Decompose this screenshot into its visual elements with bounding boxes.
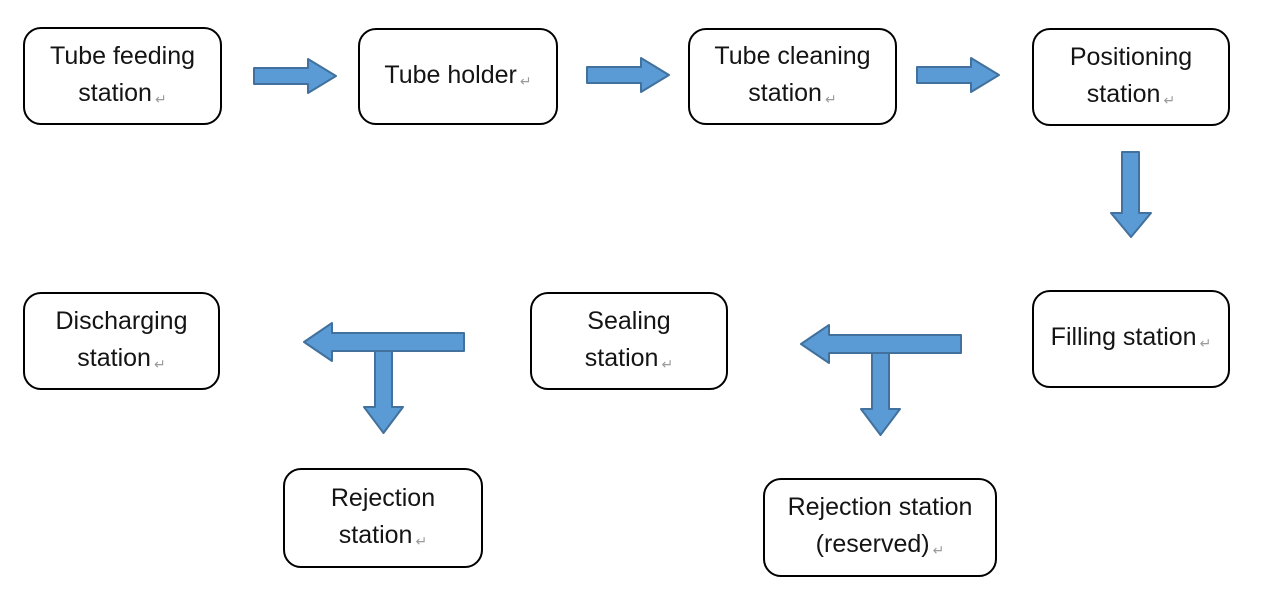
arrow-right-icon [916,57,1000,93]
node-label-line: station↵ [77,343,166,372]
node-label-line: station↵ [584,343,674,372]
return-mark: ↵ [1199,335,1212,351]
arrow-down-icon [1110,151,1152,238]
return-mark: ↵ [415,532,428,549]
node-label-line: Rejection station [787,493,973,521]
node-positioning-station: Positioning station↵ [1032,28,1230,126]
return-mark: ↵ [154,90,167,107]
node-rejection-station-reserved: Rejection station (reserved)↵ [763,478,997,577]
return-mark: ↵ [932,542,945,558]
arrow-left-down-branch-icon [303,322,465,434]
return-mark: ↵ [519,72,532,89]
node-tube-cleaning-station: Tube cleaning station↵ [688,28,897,125]
arrow-right-icon [586,57,670,93]
node-label-line: Rejection [330,483,436,512]
return-mark: ↵ [824,91,837,107]
return-mark: ↵ [661,355,674,372]
node-label-line: Discharging [55,306,188,335]
node-filling-station: Filling station↵ [1032,290,1230,388]
node-discharging-station: Discharging station↵ [23,292,220,390]
node-label-line: Tube holder↵ [384,60,532,89]
node-label-line: station↵ [748,79,837,107]
node-rejection-station: Rejection station↵ [283,468,483,568]
node-label-line: Tube feeding [49,41,196,70]
node-label-line: Tube cleaning [714,42,871,70]
node-label-line: station↵ [78,78,167,107]
node-tube-feeding-station: Tube feeding station↵ [23,27,222,125]
arrow-right-icon [253,58,337,94]
node-label-line: station↵ [1086,79,1176,108]
node-sealing-station: Sealing station↵ [530,292,728,390]
return-mark: ↵ [153,355,166,372]
node-label-line: Sealing [587,306,671,335]
arrow-left-down-branch-icon [800,324,962,436]
return-mark: ↵ [1163,91,1176,108]
node-label-line: Filling station↵ [1050,323,1212,351]
node-tube-holder: Tube holder↵ [358,28,558,125]
node-label-line: (reserved)↵ [815,530,945,558]
node-label-line: Positioning [1069,42,1193,71]
node-label-line: station↵ [338,520,428,549]
